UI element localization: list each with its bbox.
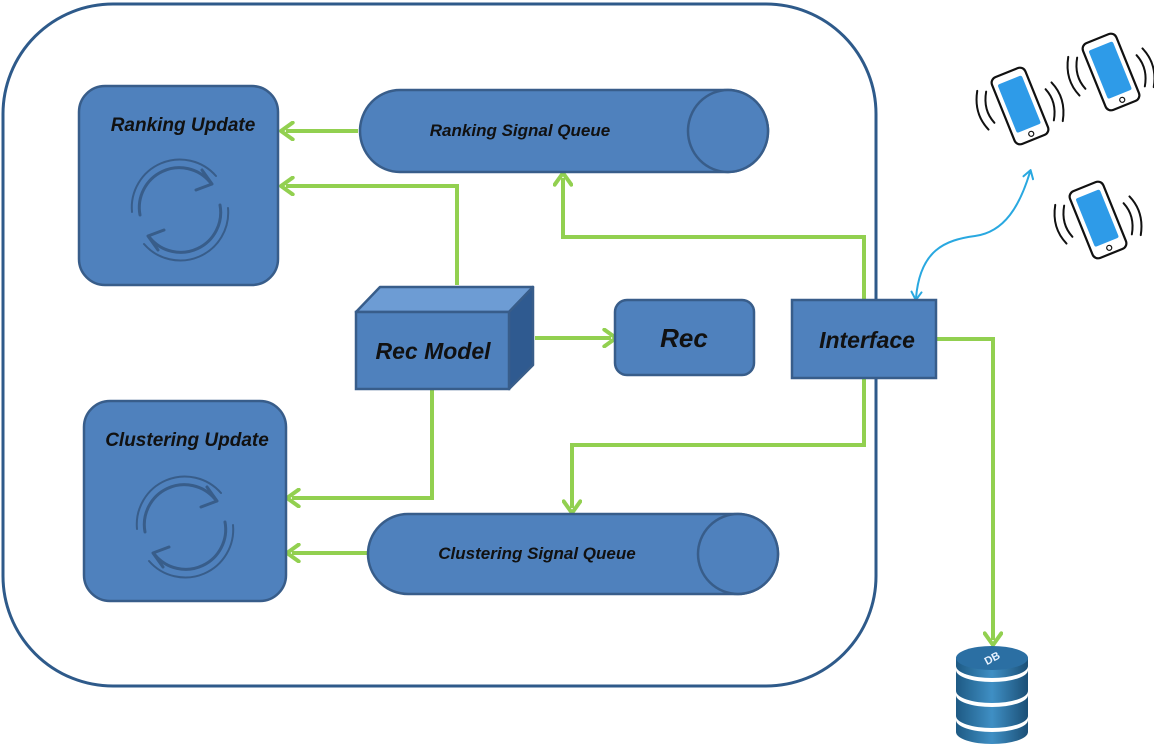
clustering-queue-label: Clustering Signal Queue	[438, 544, 635, 563]
smartphone-vibrating-icon	[975, 66, 1065, 146]
rec-model-label: Rec Model	[375, 338, 491, 364]
clustering-signal-queue: Clustering Signal Queue	[366, 512, 780, 596]
refresh-cycle-icon	[135, 475, 235, 579]
ranking-update-label: Ranking Update	[111, 115, 256, 136]
interface-label: Interface	[819, 327, 915, 353]
arrow-interface-to-db	[936, 337, 993, 640]
smartphone-vibrating-icon	[1066, 32, 1154, 112]
smartphone-vibrating-icon	[1053, 180, 1143, 260]
clustering-update-label: Clustering Update	[105, 430, 269, 451]
arrow-interface-to-clustering-queue	[572, 378, 866, 508]
clustering-update-box: Clustering Update	[82, 399, 288, 603]
arrow-rec-model-to-ranking-update	[286, 186, 459, 285]
arrow-interface-phones	[910, 169, 1035, 301]
ranking-queue-label: Ranking Signal Queue	[430, 121, 610, 140]
interface-box: Interface	[790, 298, 938, 380]
rec-box: Rec	[613, 298, 756, 377]
arrow-interface-to-ranking-queue	[563, 178, 866, 300]
rec-model-cube: Rec Model	[354, 285, 535, 391]
refresh-cycle-icon	[130, 158, 230, 262]
ranking-signal-queue: Ranking Signal Queue	[358, 88, 770, 174]
arrow-rec-model-to-clustering-update	[292, 390, 434, 498]
rec-label: Rec	[660, 323, 708, 353]
flow-arrows	[286, 131, 993, 640]
ranking-update-box: Ranking Update	[77, 84, 280, 287]
database-icon: DB	[956, 646, 1028, 744]
